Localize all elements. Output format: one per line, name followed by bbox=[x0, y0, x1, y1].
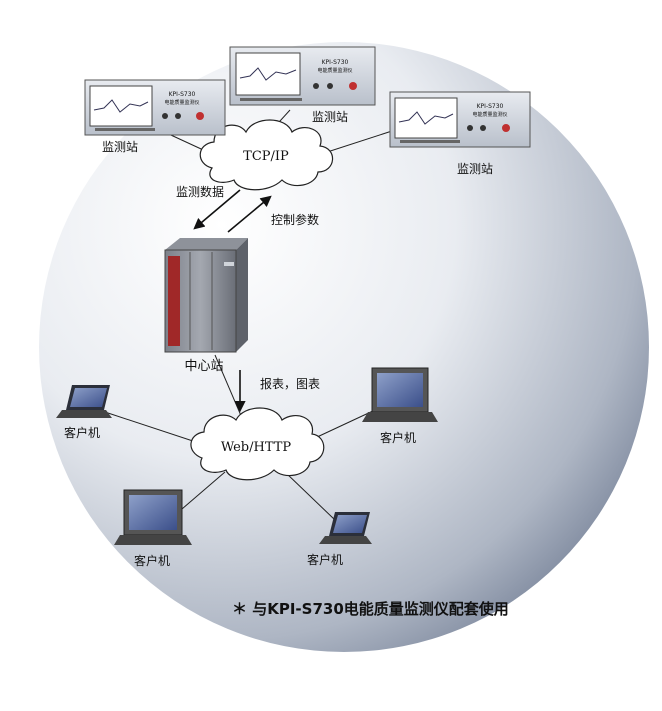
monitoring-station-2: KPI-S730 电能质量监测仪 bbox=[229, 46, 376, 106]
tcp-ip-label: TCP/IP bbox=[243, 149, 289, 164]
web-http-label: Web/HTTP bbox=[221, 440, 292, 455]
client-3-label: 客户机 bbox=[134, 553, 170, 568]
reports-label: 报表，图表 bbox=[260, 376, 320, 391]
flow-arrows bbox=[193, 189, 272, 413]
control-params-label: 控制参数 bbox=[271, 212, 319, 227]
client-1-label: 客户机 bbox=[64, 425, 100, 440]
svg-text:KPI-S730: KPI-S730 bbox=[477, 103, 504, 110]
station-1-label: 监测站 bbox=[102, 140, 138, 154]
svg-text:KPI-S730: KPI-S730 bbox=[322, 59, 349, 66]
compatibility-note: ＊ 与KPI-S730电能质量监测仪配套使用 bbox=[232, 600, 509, 618]
monitor-data-label: 监测数据 bbox=[176, 184, 224, 199]
svg-text:KPI-S730: KPI-S730 bbox=[169, 91, 196, 98]
monitor-data-arrow bbox=[193, 189, 241, 230]
connection-lines bbox=[104, 109, 396, 521]
client-desktop-2 bbox=[362, 367, 438, 422]
svg-text:电能质量监测仪: 电能质量监测仪 bbox=[472, 111, 507, 118]
background-sphere bbox=[39, 42, 649, 652]
monitoring-station-3: KPI-S730 电能质量监测仪 bbox=[389, 91, 531, 148]
client-laptop-1 bbox=[56, 385, 112, 418]
web-http-cloud: Web/HTTP bbox=[190, 407, 325, 481]
station-2-label: 监测站 bbox=[312, 110, 348, 124]
svg-text:电能质量监测仪: 电能质量监测仪 bbox=[164, 99, 199, 106]
tcp-ip-cloud: TCP/IP bbox=[199, 119, 334, 191]
client-desktop-3 bbox=[114, 489, 192, 545]
server-label: 中心站 bbox=[184, 359, 223, 374]
station-3-label: 监测站 bbox=[457, 162, 493, 176]
central-server bbox=[164, 238, 248, 353]
client-4-label: 客户机 bbox=[307, 552, 343, 567]
monitoring-station-1: KPI-S730 电能质量监测仪 bbox=[84, 79, 226, 136]
svg-text:电能质量监测仪: 电能质量监测仪 bbox=[317, 67, 352, 74]
control-params-arrow bbox=[227, 195, 272, 233]
client-2-label: 客户机 bbox=[380, 430, 416, 445]
client-laptop-4 bbox=[319, 512, 372, 544]
